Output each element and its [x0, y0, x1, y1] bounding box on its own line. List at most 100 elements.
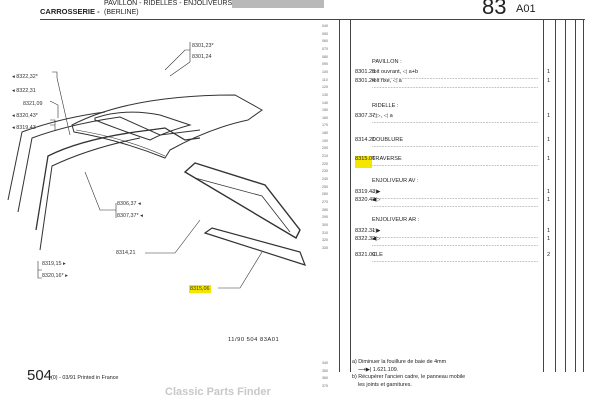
- line-number: 280: [322, 207, 328, 212]
- line-number: 050: [322, 31, 328, 36]
- part-ref: 8320.43: [355, 197, 376, 203]
- exploded-diagram: [7, 42, 307, 289]
- page-number: 83: [482, 0, 507, 19]
- line-number: 150: [322, 108, 328, 113]
- part-desc: DOUBLURE: [372, 137, 545, 149]
- line-number: 100: [322, 69, 328, 74]
- part-row: 8322.32◀▷: [355, 236, 545, 248]
- line-number: 160: [322, 115, 328, 120]
- part-desc: toit fixe, ◁ a: [372, 78, 545, 90]
- heading-enjoliveur-ar: ENJOLIVEUR AR :: [372, 217, 420, 223]
- line-number: 130: [322, 92, 328, 97]
- part-desc: TRAVERSE: [372, 156, 545, 168]
- subtitle: (BERLINE): [104, 8, 139, 16]
- side-rail: [7, 111, 106, 201]
- page-title: PAVILLON - RIDELLES - ENJOLIVEURS (BERLI…: [104, 0, 232, 17]
- line-number: 210: [322, 154, 328, 159]
- heading-pavillon: PAVILLON :: [372, 59, 402, 65]
- line-number: 200: [322, 146, 328, 151]
- line-number: 170: [322, 123, 328, 128]
- line-number: 090: [322, 62, 328, 67]
- footer-model: 504: [27, 367, 53, 384]
- line-number: 110: [322, 77, 328, 82]
- part-ref: 8322.32: [355, 236, 376, 242]
- label-8306-37: 8306,37 ◂: [117, 201, 141, 207]
- label-8322-31: ◂ 8322,31: [12, 88, 36, 94]
- line-number: 330: [322, 245, 328, 250]
- line-number: 060: [322, 39, 328, 44]
- line-number: 320: [322, 238, 328, 243]
- part-row: 8320.43◀▷: [355, 197, 545, 209]
- line-number: 260: [322, 192, 328, 197]
- part-desc: ◀▷: [372, 197, 545, 209]
- part-qty: 1: [547, 236, 551, 242]
- label-8314-21: 8314,21: [116, 250, 136, 256]
- line-number: 240: [322, 177, 328, 181]
- column-rule: [565, 20, 566, 372]
- title: PAVILLON - RIDELLES - ENJOLIVEURS: [104, 0, 233, 7]
- label-8320-43: ◂ 8320,43*: [12, 113, 38, 119]
- part-qty: 1: [547, 69, 551, 75]
- line-number: 190: [322, 138, 328, 143]
- part-ref: 8314.21: [355, 137, 376, 143]
- column-rule: [339, 20, 340, 372]
- label-8319-43: ◂ 8319,43: [12, 125, 36, 131]
- line-number: 350: [322, 368, 328, 373]
- line-number: 300: [322, 222, 328, 227]
- line-number: 250: [322, 184, 328, 189]
- page-code: A01: [516, 3, 536, 15]
- column-rule: [350, 20, 351, 372]
- part-ref: 8301.23: [355, 69, 376, 75]
- part-qty: 1: [547, 228, 551, 234]
- line-number: 120: [322, 85, 328, 90]
- part-qty: 1: [547, 137, 551, 143]
- part-ref: 8321.09: [355, 252, 376, 258]
- note-line: ⟶▶| 1.621.109.: [352, 366, 399, 373]
- label-8320-16: 8320,16* ▸: [42, 273, 68, 279]
- line-number: 080: [322, 54, 328, 59]
- line-number: 370: [322, 383, 328, 388]
- part-desc: ◀▷: [372, 236, 545, 248]
- line-number: 310: [322, 230, 328, 235]
- part-row: 8307.37◁▷, ◁ a: [355, 113, 545, 125]
- footer-text: (0) - 03/91 Printed in France: [51, 375, 119, 381]
- label-8315-06: 8315,06: [189, 285, 211, 293]
- header-rule: [40, 19, 585, 20]
- windscreen-frame: [183, 162, 301, 239]
- column-rule: [575, 20, 576, 372]
- note-line: les joints et garnitures.: [352, 381, 412, 388]
- section-title: CARROSSERIE -: [40, 7, 100, 16]
- part-row: 8319.43◁▶: [355, 189, 545, 201]
- drawing-code: 11/90 504 83A01: [228, 337, 280, 343]
- label-8307-37: 8307,37* ◂: [117, 213, 143, 219]
- part-ref: 8322.31: [355, 228, 376, 234]
- line-number: 360: [322, 376, 328, 381]
- label-8301-23: 8301,23*: [192, 43, 214, 49]
- part-desc: ◁▶: [372, 189, 545, 201]
- label-8322-32: ◂ 8322,32*: [12, 74, 38, 80]
- part-ref: 8315.06: [355, 156, 375, 168]
- part-qty: 1: [547, 78, 551, 84]
- column-rule: [555, 20, 556, 372]
- side-rail: [35, 127, 201, 231]
- traverse: [203, 227, 307, 266]
- label-8321-09: 8321,09: [23, 101, 43, 107]
- heading-ridelle: RIDELLE :: [372, 103, 399, 109]
- part-ref: 8301.24: [355, 78, 376, 84]
- line-number: 270: [322, 199, 328, 204]
- label-8301-24: 8301,24: [192, 54, 212, 60]
- part-desc: CLE: [372, 252, 545, 264]
- line-number: 220: [322, 161, 328, 166]
- part-qty: 2: [547, 252, 551, 258]
- side-rail: [17, 116, 201, 213]
- label-8319-15: 8319,15 ▸: [42, 261, 66, 267]
- roof-panel: [71, 94, 263, 159]
- part-qty: 1: [547, 113, 551, 119]
- part-row: 8322.31◁▶: [355, 228, 545, 240]
- heading-enjoliveur-av: ENJOLIVEUR AV :: [372, 178, 419, 184]
- part-qty: 1: [547, 197, 551, 203]
